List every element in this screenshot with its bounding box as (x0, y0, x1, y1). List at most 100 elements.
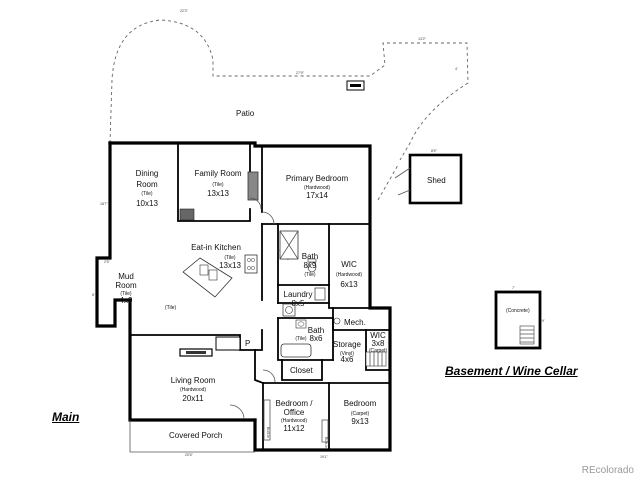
room-closet: Closet (290, 366, 313, 375)
svg-text:Bedroom /: Bedroom / (276, 399, 314, 408)
svg-text:4': 4' (455, 67, 458, 71)
svg-text:20x11: 20x11 (182, 394, 204, 403)
svg-text:8x9: 8x9 (304, 261, 317, 270)
hall-material: (Tile) (165, 305, 177, 311)
room-storage: Storage (Vinyl) 4x6 (333, 340, 362, 364)
svg-text:Mud: Mud (118, 272, 134, 281)
svg-text:Living Room: Living Room (171, 376, 216, 385)
room-bath2: Bath (Tile) 8x6 (295, 326, 324, 343)
svg-text:(Hardwood): (Hardwood) (180, 387, 206, 393)
svg-text:WIC: WIC (370, 331, 386, 340)
svg-text:(Carpet): (Carpet) (351, 411, 370, 417)
room-family: Family Room (Tile) 13x13 (194, 169, 241, 198)
shed-outline (408, 153, 463, 205)
basement-material: (Concrete) (506, 308, 530, 314)
svg-text:9': 9' (542, 319, 545, 323)
mech-fixture (333, 317, 341, 325)
svg-text:22'3": 22'3" (180, 9, 189, 13)
room-laundry: Laundry 8x5 (284, 290, 313, 308)
svg-text:(Tile): (Tile) (304, 272, 316, 278)
basement-caption: Basement / Wine Cellar (445, 364, 578, 378)
svg-text:Room: Room (115, 281, 137, 290)
svg-text:17x14: 17x14 (306, 191, 328, 200)
shower-icon (279, 230, 299, 260)
svg-text:9x13: 9x13 (351, 417, 369, 426)
room-wic-primary: WIC (Hardwood) 6x13 (336, 260, 362, 289)
svg-text:(Carpet): (Carpet) (369, 348, 388, 354)
svg-text:(Hardwood): (Hardwood) (281, 418, 307, 424)
svg-text:4x6: 4x6 (341, 355, 354, 364)
svg-text:27'9": 27'9" (296, 71, 305, 75)
fireplace-icon (247, 171, 259, 201)
door-swing-icon (229, 197, 289, 420)
basement-plan: 7' 9' (494, 286, 545, 350)
svg-text:8x6: 8x6 (310, 334, 323, 343)
svg-text:(Tile): (Tile) (141, 191, 153, 197)
svg-text:13x13: 13x13 (219, 261, 241, 270)
room-bath-primary: Bath 8x9 (Tile) (302, 252, 318, 278)
room-mud: Mud Room (Tile) 4x9 (115, 272, 137, 305)
room-kitchen: Eat-in Kitchen (Tile) 13x13 (191, 243, 241, 270)
grill-icon (346, 80, 365, 91)
svg-text:Bedroom: Bedroom (344, 399, 377, 408)
svg-text:13x13: 13x13 (207, 189, 229, 198)
svg-text:Bath: Bath (302, 252, 318, 261)
svg-text:(Hardwood): (Hardwood) (304, 185, 330, 191)
toilet-icon (307, 258, 317, 273)
patio-outline: 22'3" 27'9" 13'2" 4' (109, 9, 469, 201)
washer-icon (282, 287, 326, 317)
shed-label: Shed (427, 176, 446, 185)
room-bedroom-office: Bedroom / Office (Hardwood) 11x12 (276, 399, 314, 433)
svg-text:8x5: 8x5 (292, 299, 305, 308)
svg-text:Bath: Bath (308, 326, 324, 335)
storage-stairs-icon (365, 351, 387, 367)
room-mech: Mech. (344, 318, 366, 327)
svg-text:7': 7' (512, 286, 515, 290)
svg-text:8': 8' (92, 293, 95, 297)
room-dining: Dining Room (Tile) 10x13 (136, 169, 159, 208)
bathtub-icon (280, 343, 312, 358)
svg-text:Eat-in Kitchen: Eat-in Kitchen (191, 243, 241, 252)
svg-text:13'2": 13'2" (418, 37, 427, 41)
svg-text:Family Room: Family Room (194, 169, 241, 178)
patio-label: Patio (236, 109, 255, 118)
svg-text:Room: Room (136, 180, 158, 189)
svg-text:(Hardwood): (Hardwood) (336, 272, 362, 278)
watermark: REcolorado (581, 465, 634, 476)
svg-text:18'7": 18'7" (100, 202, 109, 206)
pantry-box (215, 336, 241, 351)
svg-text:6x13: 6x13 (340, 280, 358, 289)
svg-text:Built-In: Built-In (324, 437, 328, 448)
svg-text:3x8: 3x8 (372, 339, 385, 348)
room-primary-bedroom: Primary Bedroom (Hardwood) 17x14 (286, 174, 349, 200)
svg-text:Dining: Dining (136, 169, 159, 178)
room-wic2: WIC 3x8 (Carpet) (369, 331, 388, 354)
svg-text:(Tile): (Tile) (212, 182, 224, 188)
stove-icon (244, 254, 258, 274)
svg-text:4x9: 4x9 (120, 296, 133, 305)
svg-text:WIC: WIC (341, 260, 357, 269)
svg-text:Storage: Storage (333, 340, 362, 349)
svg-text:Built-In: Built-In (266, 427, 270, 438)
svg-text:(Vinyl): (Vinyl) (340, 351, 354, 357)
svg-text:11x12: 11x12 (283, 424, 305, 433)
stairs-icon (179, 208, 195, 221)
svg-text:(Tile): (Tile) (224, 255, 236, 261)
svg-text:(Tile): (Tile) (295, 336, 307, 342)
kitchen-island (182, 257, 233, 298)
covered-porch-label: Covered Porch (169, 431, 222, 440)
svg-text:8'5": 8'5" (431, 149, 438, 153)
sink-icon (295, 319, 307, 329)
svg-text:Primary Bedroom: Primary Bedroom (286, 174, 349, 183)
room-bedroom: Bedroom (Carpet) 9x13 (344, 399, 377, 426)
svg-text:(Tile): (Tile) (120, 291, 132, 297)
room-living: Living Room (Hardwood) 20x11 (171, 376, 216, 403)
svg-text:Laundry: Laundry (284, 290, 313, 299)
svg-text:2'5": 2'5" (104, 260, 111, 264)
svg-text:20'6": 20'6" (185, 453, 194, 457)
svg-text:Office: Office (284, 408, 305, 417)
main-floor-caption: Main (52, 410, 80, 424)
svg-text:19'1": 19'1" (320, 455, 329, 459)
svg-text:10x13: 10x13 (136, 199, 158, 208)
